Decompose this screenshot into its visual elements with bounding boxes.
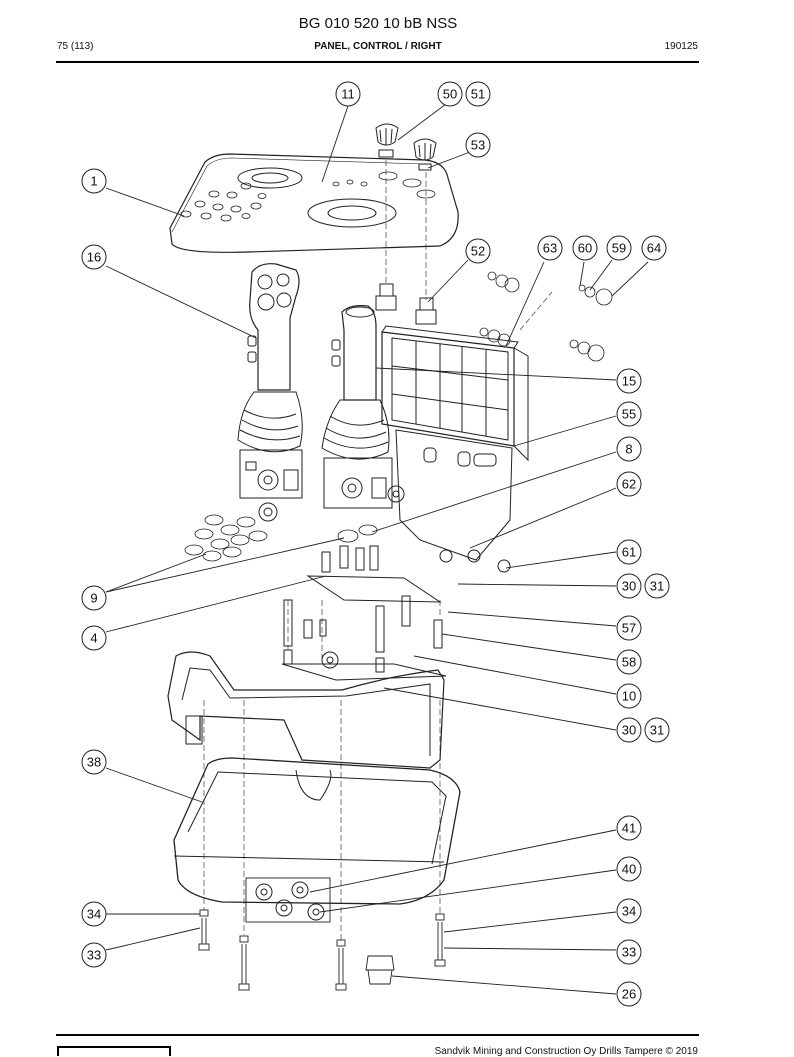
callout-bubbles <box>81 81 670 1007</box>
callout-label: 31 <box>650 723 664 738</box>
callout-label: 30 <box>622 579 636 594</box>
callout-label: 34 <box>622 904 636 919</box>
callout-bubble <box>465 132 491 158</box>
callout-bubble <box>616 471 642 497</box>
callout-label: 61 <box>622 545 636 560</box>
callout-bubble <box>606 235 632 261</box>
display-panel <box>381 325 529 462</box>
callout-bubble <box>616 436 642 462</box>
callout-bubble <box>81 749 107 775</box>
callout-label: 34 <box>87 907 101 922</box>
callout-bubble <box>616 981 642 1007</box>
frame-part <box>167 651 445 769</box>
callout-bubble <box>616 815 642 841</box>
date-code: 190125 <box>664 41 698 52</box>
header-rule <box>56 61 699 63</box>
callout-label: 63 <box>543 241 557 256</box>
callout-label: 31 <box>650 579 664 594</box>
document-number: BG 010 520 10 bB NSS <box>298 15 458 32</box>
joystick-left <box>237 263 303 522</box>
callout-labels: 11 50 51 53 1 16 52 63 60 59 64 15 55 8 … <box>87 87 664 1002</box>
callout-label: 50 <box>443 87 457 102</box>
callout-bubble <box>616 573 642 599</box>
callout-bubble <box>616 856 642 882</box>
callout-bubble <box>81 585 107 611</box>
callout-bubble <box>81 625 107 651</box>
callout-label: 57 <box>622 621 636 636</box>
callout-label: 53 <box>471 138 485 153</box>
callout-label: 51 <box>471 87 485 102</box>
callout-bubble <box>81 244 107 270</box>
callout-bubble <box>616 615 642 641</box>
callout-bubble <box>616 939 642 965</box>
section-title: PANEL, CONTROL / RIGHT <box>314 41 442 52</box>
callout-bubble <box>644 573 670 599</box>
callout-label: 60 <box>578 241 592 256</box>
footer-rule <box>56 1034 699 1036</box>
connector-parts <box>375 283 437 325</box>
housing-part <box>173 757 461 923</box>
panel-plate <box>169 153 459 253</box>
page-number: 75 (113) <box>57 41 94 52</box>
callout-bubble <box>616 401 642 427</box>
circuit-board <box>281 545 447 681</box>
callout-bubble <box>465 81 491 107</box>
callout-bubble <box>81 901 107 927</box>
callout-bubble <box>616 649 642 675</box>
bolt-parts <box>198 909 446 991</box>
callout-label: 58 <box>622 655 636 670</box>
washer-parts <box>479 271 613 362</box>
callout-bubble <box>644 717 670 743</box>
callout-bubble <box>616 368 642 394</box>
callout-label: 8 <box>625 442 632 457</box>
callout-label: 52 <box>471 244 485 259</box>
callout-bubble <box>81 942 107 968</box>
callout-label: 10 <box>622 689 636 704</box>
grommet-parts <box>184 514 378 562</box>
callout-label: 64 <box>647 241 661 256</box>
callout-bubble <box>572 235 598 261</box>
callout-label: 59 <box>612 241 626 256</box>
knob-parts <box>375 123 437 171</box>
callout-label: 41 <box>622 821 636 836</box>
callout-label: 40 <box>622 862 636 877</box>
callout-bubble <box>437 81 463 107</box>
callout-bubble <box>616 683 642 709</box>
callout-bubble <box>616 539 642 565</box>
mounting-bracket <box>395 429 513 573</box>
callout-bubble <box>616 717 642 743</box>
callout-label: 16 <box>87 250 101 265</box>
company-logo <box>57 1046 171 1056</box>
callout-label: 38 <box>87 755 101 770</box>
callout-label: 9 <box>90 591 97 606</box>
callout-bubble <box>641 235 667 261</box>
copyright-text: Sandvik Mining and Construction Oy Drill… <box>434 1046 698 1057</box>
joystick-right <box>321 305 405 509</box>
callout-label: 1 <box>90 174 97 189</box>
leader-lines <box>105 103 649 995</box>
callout-bubble <box>465 238 491 264</box>
callout-label: 4 <box>90 631 97 646</box>
callout-label: 62 <box>622 477 636 492</box>
callout-label: 30 <box>622 723 636 738</box>
callout-bubble <box>537 235 563 261</box>
assembly-centre-lines <box>203 160 553 940</box>
callout-label: 55 <box>622 407 636 422</box>
callout-bubble <box>335 81 361 107</box>
callout-label: 33 <box>87 948 101 963</box>
callout-label: 33 <box>622 945 636 960</box>
callout-label: 15 <box>622 374 636 389</box>
callout-label: 11 <box>341 87 355 102</box>
callout-bubble <box>81 168 107 194</box>
callout-bubble <box>616 898 642 924</box>
callout-label: 26 <box>622 987 636 1002</box>
